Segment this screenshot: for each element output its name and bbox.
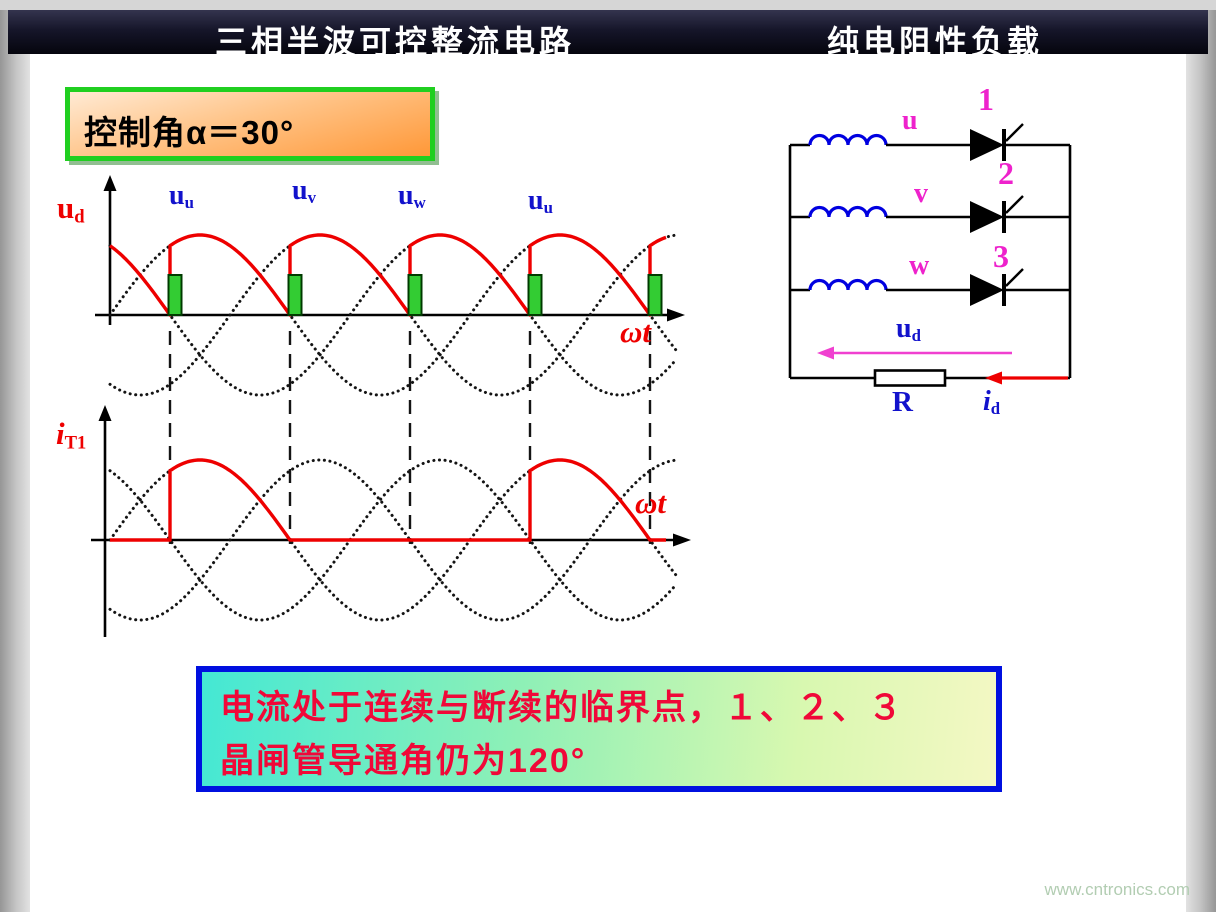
gate-pulse	[167, 274, 183, 316]
phase-branch-v	[790, 195, 1070, 233]
plot2-x-axis-arrow	[673, 533, 691, 547]
gate-pulse	[287, 274, 303, 316]
thyristor-2-anode-triangle	[970, 201, 1004, 233]
label-sub: u	[543, 198, 553, 218]
control-angle-box: 控制角α＝30°	[65, 87, 435, 161]
thyristor-3-gate	[1005, 268, 1024, 287]
phase-label-uw: uw	[398, 182, 426, 212]
phase-branch-w	[790, 268, 1070, 306]
ud-output-waveform	[108, 233, 667, 317]
circuit-phase-w-label: w	[909, 250, 930, 281]
page-title-left: 三相半波可控整流电路	[214, 24, 575, 60]
plot2-x-label: ωt	[635, 485, 667, 520]
note-line-2: 晶闸管导通角仍为120°	[220, 742, 587, 781]
label-main: i	[983, 386, 991, 417]
header-bar	[8, 10, 1208, 54]
circuit-ud-label: ud	[896, 315, 921, 345]
watermark: www.cntronics.com	[1044, 880, 1190, 899]
label-main: u	[896, 313, 912, 344]
thyristor-1-number: 1	[978, 81, 994, 117]
inductor-u	[808, 133, 888, 146]
plot1-x-label: ωt	[620, 314, 652, 349]
it1-symbol: i	[56, 416, 65, 451]
circuit-diagram	[788, 123, 1072, 387]
control-angle-label: 控制角α＝30°	[84, 114, 295, 151]
conclusion-note-box: 电流处于连续与断续的临界点，１、２、３ 晶闸管导通角仍为120°	[196, 666, 1002, 792]
waveform-curves	[108, 233, 678, 622]
note-line-1: 电流处于连续与断续的临界点，１、２、３	[220, 689, 904, 727]
label-sub: w	[413, 193, 426, 213]
left-frame-strip	[0, 0, 30, 912]
phase-voltage-dotted-sine	[108, 233, 678, 397]
page-title-right: 纯电阻性负载	[826, 24, 1043, 60]
ud-subscript: d	[74, 206, 85, 228]
label-sub: u	[184, 193, 194, 213]
thyristor-3-anode-triangle	[970, 274, 1004, 306]
label-main: u	[292, 175, 308, 206]
load-resistor	[873, 369, 947, 387]
circuit-phase-u-label: u	[902, 105, 918, 136]
label-sub: d	[990, 399, 1001, 419]
top-frame-strip	[0, 0, 1216, 10]
plot2-y-axis-arrow	[98, 405, 112, 421]
circuit-id-label: id	[983, 388, 1000, 418]
gate-pulse	[407, 274, 423, 316]
thyristor-1-gate	[1005, 123, 1024, 142]
label-sub: v	[307, 188, 316, 208]
waveform-plots	[91, 175, 691, 637]
it1-current-waveform	[110, 458, 666, 542]
phase-label-uu-1: uu	[169, 182, 194, 212]
plot1-y-axis-arrow	[103, 175, 117, 191]
right-frame-strip	[1186, 0, 1216, 912]
phase-branch-u	[790, 123, 1070, 161]
thyristor-2-number: 2	[998, 155, 1014, 191]
thyristor-3-number: 3	[993, 238, 1009, 274]
thyristor-2-gate	[1005, 195, 1024, 214]
id-current-arrowhead	[985, 371, 1002, 385]
plot1-x-axis-arrow	[667, 308, 685, 322]
phase-voltage-dotted-sine	[108, 458, 678, 622]
gate-pulse	[647, 274, 663, 316]
it1-subscript: T1	[64, 432, 87, 454]
label-sub: d	[911, 326, 921, 346]
plot1-y-label: ud	[57, 192, 85, 227]
ud-symbol: u	[57, 190, 75, 225]
circuit-phase-v-label: v	[914, 178, 928, 209]
label-main: u	[528, 185, 544, 216]
inductor-v	[808, 205, 888, 218]
gate-pulse	[527, 274, 543, 316]
label-main: u	[169, 180, 185, 211]
phase-label-uu-2: uu	[528, 187, 553, 217]
label-main: u	[398, 180, 414, 211]
thyristor-1-anode-triangle	[970, 129, 1004, 161]
plot2-y-label: iT1	[56, 418, 86, 453]
ud-voltage-arrowhead	[817, 346, 834, 360]
resistor-label: R	[892, 386, 913, 418]
phase-voltage-dotted-sine	[108, 458, 678, 622]
phase-label-uv: uv	[292, 177, 316, 207]
inductor-w	[808, 278, 888, 291]
